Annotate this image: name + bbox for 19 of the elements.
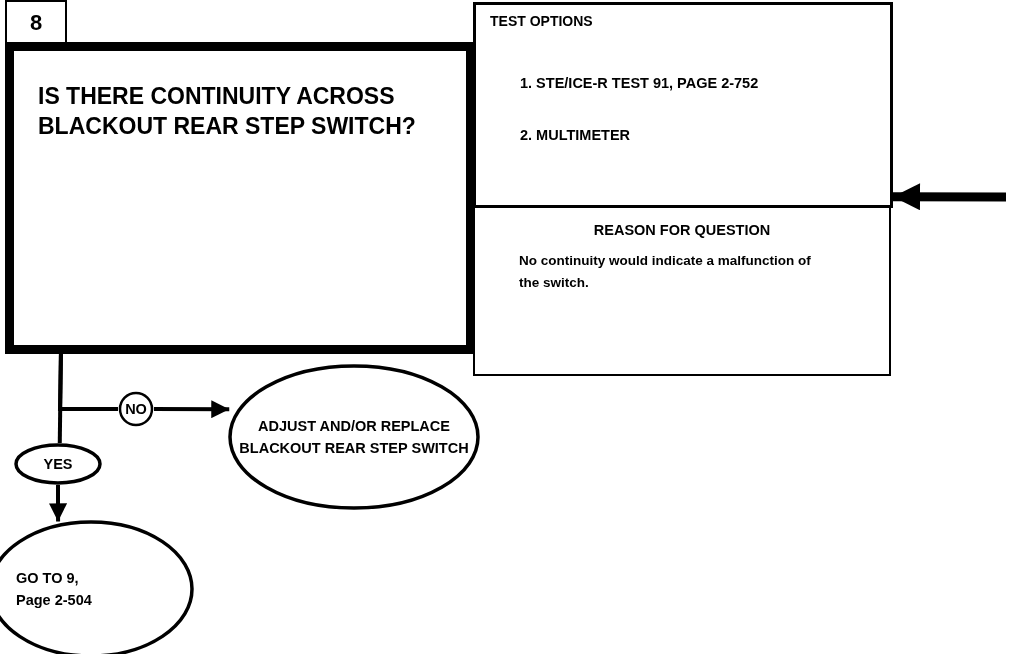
test-options-panel bbox=[473, 2, 893, 208]
reason-text: No continuity would indicate a malfunction of the switch. bbox=[519, 252, 812, 292]
node-label: NO bbox=[125, 400, 147, 419]
step-number: 8 bbox=[29, 8, 43, 37]
node-label: ADJUST AND/OR REPLACE BLACKOUT REAR STEP SWITCH bbox=[238, 417, 470, 458]
arrow bbox=[893, 183, 1006, 211]
test-option: 2. MULTIMETER bbox=[520, 125, 631, 147]
node-label: YES bbox=[43, 455, 73, 474]
reason-panel bbox=[473, 206, 891, 376]
arrow bbox=[154, 400, 230, 419]
test-option: 1. STE/ICE-R TEST 91, PAGE 2-752 bbox=[520, 73, 759, 95]
step-tab bbox=[5, 0, 67, 44]
arrow bbox=[49, 485, 67, 522]
connector-line bbox=[57, 353, 63, 444]
question-box bbox=[5, 42, 475, 354]
panel-heading: REASON FOR QUESTION bbox=[592, 221, 772, 240]
node-label: GO TO 9, Page 2-504 bbox=[16, 569, 93, 610]
panel-heading: TEST OPTIONS bbox=[490, 12, 593, 31]
question-text: IS THERE CONTINUITY ACROSS BLACKOUT REAR STEP SWITCH? bbox=[38, 82, 417, 141]
